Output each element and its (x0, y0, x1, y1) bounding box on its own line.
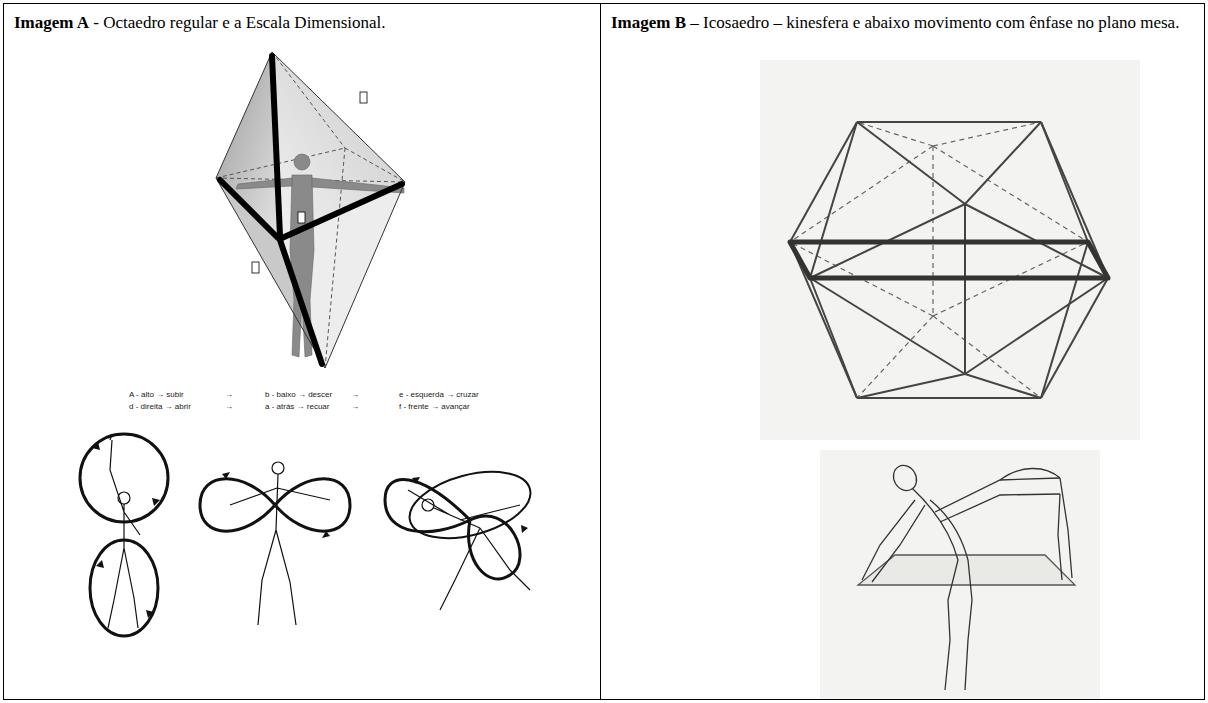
figure-caption: Imagem B– Icosaedro – kinesfera e abaixo… (601, 4, 1204, 34)
scale-direction: b - baixo → descer (264, 390, 333, 399)
scale-direction: f - frente → avançar (398, 402, 471, 411)
figure-label: Imagem A (14, 13, 89, 32)
table-cell: Imagem A- Octaedro regular e a Escala Di… (3, 3, 601, 700)
icosahedron (790, 122, 1108, 398)
figure-caption: Imagem A- Octaedro regular e a Escala Di… (4, 4, 600, 34)
figure-label: Imagem B (611, 13, 686, 32)
figure-title: - Octaedro regular e a Escala Dimensiona… (93, 13, 385, 32)
scale-direction: e - esquerda → cruzar (398, 390, 480, 399)
scan-ground (820, 450, 1100, 700)
scale-direction: d - direita → abrir (128, 402, 192, 411)
dimensional-scale-figures (80, 434, 538, 636)
scale-direction: a - atrás → recuar (264, 402, 330, 411)
sequence-arrow: → (224, 402, 234, 411)
scan-ground (760, 60, 1140, 440)
octahedron (216, 52, 405, 368)
scale-direction: A - alto → subir (128, 390, 185, 399)
sequence-arrow: → (350, 390, 360, 399)
sequence-arrow: → (224, 390, 234, 399)
table-cell: Imagem B– Icosaedro – kinesfera e abaixo… (600, 3, 1205, 700)
sequence-arrow: → (350, 402, 360, 411)
figure-title: – Icosaedro – kinesfera e abaixo movimen… (690, 13, 1179, 32)
table-plane-figure (858, 461, 1075, 690)
